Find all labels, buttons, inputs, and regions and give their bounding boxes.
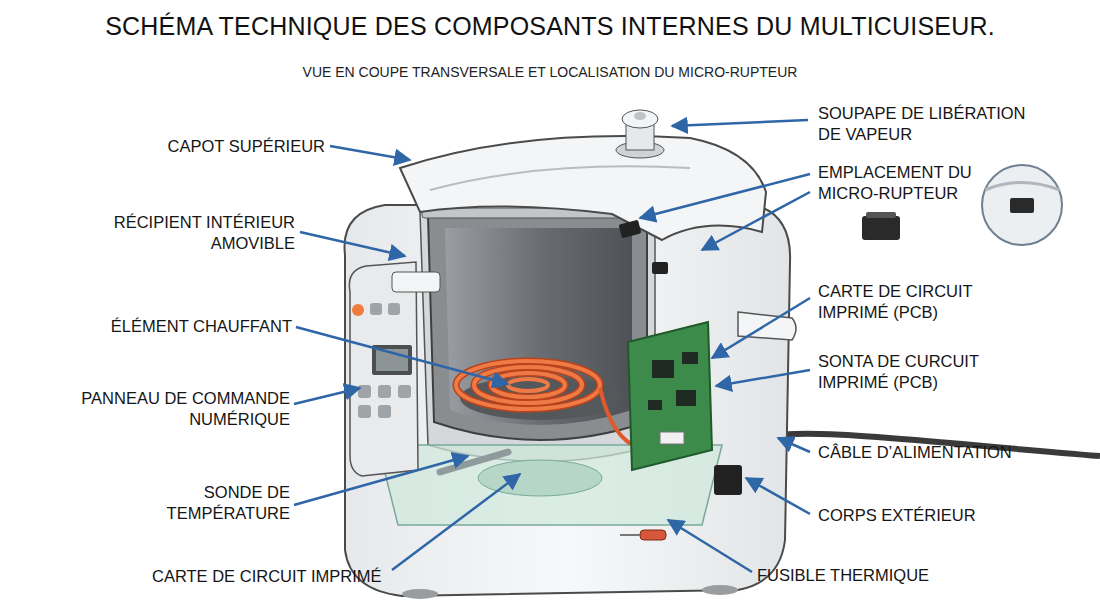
panel-button [358, 385, 371, 398]
thermal-fuse [640, 530, 666, 540]
power-socket [714, 465, 742, 495]
inset-circle [982, 165, 1062, 245]
part-label: CARTE DE CIRCUIT IMPRIMÉ (PCB) [818, 281, 1003, 323]
leader-arrow [330, 146, 410, 160]
top-lid [400, 136, 766, 240]
leader-arrow [712, 298, 810, 358]
part-label: CORPS EXTÉRIEUR [818, 505, 1048, 526]
part-label: CÂBLE D’ALIMENTATION [818, 442, 1068, 463]
panel-button [398, 385, 411, 398]
pcb-chip [676, 390, 696, 406]
leader-arrow [778, 438, 810, 452]
inner-pot-interior [445, 228, 632, 425]
part-label: CARTE DE CIRCUIT IMPRIMÉ [152, 566, 412, 587]
pcb-chip [682, 352, 698, 364]
micro-switch [652, 262, 668, 274]
coil-ring [491, 373, 565, 397]
valve-knob [634, 112, 646, 120]
pcb-connector [660, 432, 684, 444]
lid-latch [392, 272, 440, 292]
pcb-chip [648, 400, 662, 410]
coil-ring [474, 367, 582, 403]
panel-button [358, 405, 371, 418]
panel-button [388, 303, 400, 315]
leader-arrow [672, 120, 808, 126]
inner-pot-wall [428, 216, 647, 440]
coil-ring [456, 361, 600, 409]
leader-arrow [392, 474, 520, 570]
leader-arrow [702, 192, 810, 250]
panel-button [370, 303, 382, 315]
control-panel [349, 262, 418, 476]
pcb-chip [652, 360, 674, 378]
leader-arrow [300, 232, 405, 256]
part-label: ÉLÉMENT CHAUFFANT [62, 316, 292, 337]
micro-switch-lever [866, 212, 896, 218]
valve-cap [622, 110, 658, 128]
coil-ring [474, 367, 582, 403]
coil-ring [491, 373, 565, 397]
leader-arrow [640, 174, 810, 218]
part-label: PANNEAU DE COMMANDE NUMÉRIQUE [65, 388, 290, 430]
leader-arrow [716, 370, 810, 386]
micro-switch-detail [862, 216, 900, 240]
cut-cavity [420, 212, 655, 462]
leader-arrow [746, 478, 810, 514]
coil-ring [508, 379, 548, 391]
part-label: SOUPAPE DE LIBÉRATION DE VAPEUR [818, 103, 1048, 145]
foot [402, 589, 438, 599]
inset-switch [1010, 198, 1034, 213]
inset-housing [985, 183, 1060, 191]
leader-arrow [668, 520, 752, 572]
leader-arrow [296, 327, 508, 384]
heating-coil [456, 361, 640, 448]
micro-switch [619, 220, 642, 239]
part-label: SONDE DE TEMPÉRATURE [140, 482, 290, 524]
diagram-title: SCHÉMA TECHNIQUE DES COMPOSANTS INTERNES… [0, 12, 1100, 41]
leader-arrow [294, 388, 360, 404]
panel-button [378, 385, 391, 398]
leader-arrow [294, 456, 468, 505]
pcb-board [628, 322, 712, 470]
panel-button [352, 304, 364, 316]
diagram-subtitle: VUE EN COUPE TRANSVERSALE ET LOCALISATIO… [0, 64, 1100, 80]
part-label: CAPOT SUPÉRIEUR [125, 136, 325, 157]
outer-body [345, 205, 791, 596]
part-label: SONTA DE CURCUIT IMPRIMÉ (PCB) [818, 351, 1003, 393]
foot [702, 585, 738, 595]
panel-button [378, 405, 391, 418]
fuse-wire [620, 534, 640, 536]
part-label: FUSIBLE THERMIQUE [757, 565, 987, 586]
part-label: RÉCIPIENT INTÉRIEUR AMOVIBLE [95, 212, 295, 254]
part-label: EMPLACEMENT DU MICRO-RUPTEUR [818, 162, 993, 204]
coil-ring [456, 361, 600, 409]
lid-edge [430, 166, 690, 190]
